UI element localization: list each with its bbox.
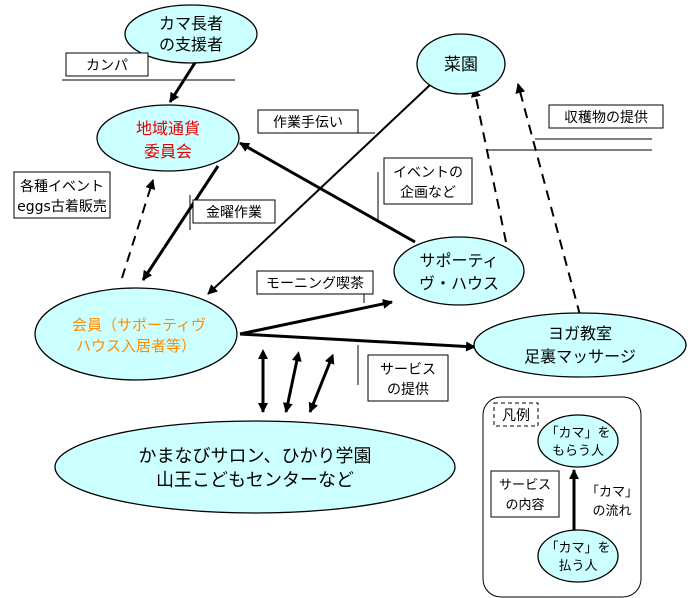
arrow-committee-to-members xyxy=(141,165,220,281)
label-kinyo-sagyo-text: 金曜作業 xyxy=(206,205,262,221)
label-event-kikaku: イベントの 企画など xyxy=(383,157,473,205)
legend-content-box: サービス の内容 xyxy=(490,470,560,518)
label-sagyo-tetsudai-text: 作業手伝い xyxy=(273,115,343,131)
label-events: 各種イベント eggs古着販売 xyxy=(13,171,111,219)
label-sagyo-tetsudai: 作業手伝い xyxy=(257,109,359,134)
node-house-line2: ヴ・ハウス xyxy=(419,274,499,293)
node-kama-supporters-line1: カマ長者 xyxy=(159,14,223,33)
label-kanpa: カンパ xyxy=(65,52,149,77)
legend-content-line2: の内容 xyxy=(505,497,544,513)
node-members: 会員（サポーティヴ ハウス入居者等） xyxy=(34,287,238,381)
label-morning: モーニング喫茶 xyxy=(256,270,374,295)
arrow-members-to-house xyxy=(239,298,393,336)
arrow-garden-to-members xyxy=(207,84,431,295)
node-salon-line2: 山王こどもセンターなど xyxy=(156,470,354,491)
node-members-line1: 会員（サポーティヴ xyxy=(72,316,206,334)
label-service-line2: の提供 xyxy=(387,382,429,398)
arrow-house-to-garden-dashed xyxy=(470,87,507,243)
legend: 凡例 「カマ」を もらう人 「カマ」を 払う人 サービス の内容 「カマ」 の流… xyxy=(482,396,642,598)
arrow-members-to-committee-dashed xyxy=(121,179,156,279)
double-arrow-3 xyxy=(308,353,335,413)
legend-pay-node: 「カマ」を 払う人 xyxy=(537,529,619,583)
legend-flow-line1: 「カマ」 xyxy=(586,485,638,500)
node-supportive-house: サポーティ ヴ・ハウス xyxy=(393,236,525,306)
legend-flow-label: 「カマ」 の流れ xyxy=(586,485,638,519)
label-service: サービス の提供 xyxy=(367,354,449,402)
node-salon-line1: かまなびサロン、ひかり学園 xyxy=(139,446,372,467)
legend-receive-line1: 「カマ」を xyxy=(545,426,610,441)
node-kama-supporters: カマ長者 の支援者 xyxy=(124,4,258,64)
node-yoga-line2: 足裏マッサージ xyxy=(524,347,636,366)
node-committee-line2: 委員会 xyxy=(144,142,192,161)
label-shukaku-text: 収穫物の提供 xyxy=(564,110,648,126)
arrow-yoga-to-garden-dashed xyxy=(515,83,581,316)
label-event-kikaku-line2: 企画など xyxy=(400,184,456,201)
node-garden: 菜園 xyxy=(416,33,506,95)
legend-pay-line2: 払う人 xyxy=(558,559,597,574)
legend-receive-node: 「カマ」を もらう人 xyxy=(537,414,619,468)
node-yoga: ヨガ教室 足裏マッサージ xyxy=(473,312,687,378)
arrow-house-to-committee xyxy=(239,141,416,244)
node-yoga-line1: ヨガ教室 xyxy=(548,324,612,343)
label-morning-text: モーニング喫茶 xyxy=(266,276,364,292)
arrow-members-to-yoga xyxy=(239,332,476,352)
legend-content-line1: サービス xyxy=(499,478,551,493)
legend-flow-line2: の流れ xyxy=(592,504,631,519)
node-committee: 地域通貨 委員会 xyxy=(96,104,240,172)
label-shukaku: 収穫物の提供 xyxy=(548,104,664,129)
label-events-line1: 各種イベント xyxy=(20,179,104,195)
legend-receive-line2: もらう人 xyxy=(552,444,604,459)
node-salon: かまなびサロン、ひかり学園 山王こどもセンターなど xyxy=(54,420,456,514)
legend-title-text: 凡例 xyxy=(502,408,530,424)
legend-pay-line1: 「カマ」を xyxy=(545,541,610,556)
legend-title: 凡例 xyxy=(493,402,539,427)
label-events-line2: eggs古着販売 xyxy=(17,199,107,215)
node-members-line2: ハウス入居者等） xyxy=(76,337,196,355)
node-committee-line1: 地域通貨 xyxy=(136,119,200,138)
label-event-kikaku-line1: イベントの xyxy=(393,165,463,181)
node-garden-label: 菜園 xyxy=(444,55,478,75)
node-house-line1: サポーティ xyxy=(419,251,498,270)
node-kama-supporters-line2: の支援者 xyxy=(159,35,223,54)
label-kinyo-sagyo: 金曜作業 xyxy=(192,199,276,224)
label-kanpa-text: カンパ xyxy=(86,58,128,74)
label-service-line1: サービス xyxy=(380,362,436,378)
double-arrow-2 xyxy=(282,351,302,413)
